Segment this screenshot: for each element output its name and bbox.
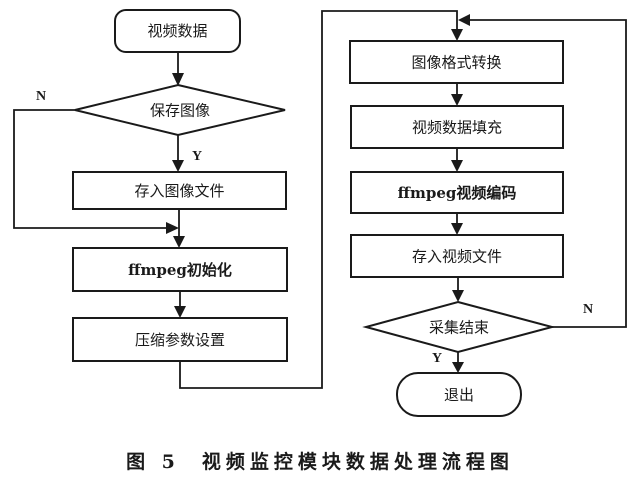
arrow-head-icon — [451, 223, 463, 235]
node-ffmpeg-encode: ffmpeg视频编码 — [350, 171, 564, 214]
node-save-video-file: 存入视频文件 — [350, 234, 564, 278]
edge-save-decision-no: N — [13, 89, 179, 234]
node-format-convert-label: 图像格式转换 — [411, 54, 501, 72]
edge-label-no: N — [583, 302, 593, 317]
node-save-image-decision: 保存图像 — [74, 83, 286, 137]
node-start: 视频数据 — [114, 9, 241, 53]
node-compress-params: 压缩参数设置 — [72, 317, 288, 362]
arrow-head-icon — [451, 29, 463, 41]
edge-format-to-fill — [451, 83, 463, 106]
flowchart: 视频数据 保存图像 N Y 存入图像文件 ffmpeg初始化 — [13, 9, 627, 417]
edge-compress-to-format-convert — [179, 10, 463, 389]
arrow-head-icon — [458, 14, 470, 26]
figure-number: 图 5 — [126, 451, 180, 473]
edge-save-file-to-ffmpeg-init — [173, 209, 185, 248]
edge-save-decision-yes: Y — [172, 135, 202, 172]
figure-caption: 图 5 视频监控模块数据处理流程图 — [0, 447, 640, 474]
node-save-video-file-label: 存入视频文件 — [412, 248, 502, 266]
edge-fill-to-encode — [451, 148, 463, 172]
arrow-head-icon — [451, 160, 463, 172]
node-capture-end-decision-label: 采集结束 — [429, 319, 489, 337]
arrow-head-icon — [452, 290, 464, 302]
node-save-image-decision-label: 保存图像 — [150, 102, 210, 120]
arrow-head-icon — [173, 236, 185, 248]
node-compress-params-label: 压缩参数设置 — [135, 331, 225, 349]
node-video-fill-label: 视频数据填充 — [412, 119, 502, 137]
arrow-head-icon — [166, 222, 179, 234]
figure-title: 视频监控模块数据处理流程图 — [201, 451, 514, 473]
edge-capture-end-no: N — [458, 14, 627, 328]
node-save-image-file-label: 存入图像文件 — [134, 182, 224, 200]
node-save-image-file: 存入图像文件 — [72, 171, 287, 210]
node-video-fill: 视频数据填充 — [350, 105, 564, 149]
arrow-head-icon — [172, 160, 184, 172]
edge-label-yes: Y — [432, 351, 442, 366]
edge-save-video-to-end-decision — [452, 277, 464, 302]
edge-start-to-save-decision — [172, 52, 184, 86]
node-ffmpeg-encode-label: ffmpeg视频编码 — [398, 184, 517, 202]
node-exit: 退出 — [396, 372, 522, 417]
edge-capture-end-yes: Y — [432, 351, 464, 373]
node-capture-end-decision: 采集结束 — [362, 300, 556, 354]
edge-encode-to-save-video — [451, 213, 463, 235]
arrow-head-icon — [174, 306, 186, 318]
node-format-convert: 图像格式转换 — [349, 40, 564, 84]
node-ffmpeg-init-label: ffmpeg初始化 — [128, 261, 232, 279]
edge-label-no: N — [36, 89, 46, 104]
node-start-label: 视频数据 — [147, 22, 207, 40]
edge-ffmpeg-init-to-compress — [174, 291, 186, 318]
node-ffmpeg-init: ffmpeg初始化 — [72, 247, 288, 292]
arrow-head-icon — [172, 73, 184, 86]
arrow-head-icon — [452, 362, 464, 373]
edge-label-yes: Y — [192, 149, 202, 164]
node-exit-label: 退出 — [444, 386, 474, 404]
arrow-head-icon — [451, 94, 463, 106]
